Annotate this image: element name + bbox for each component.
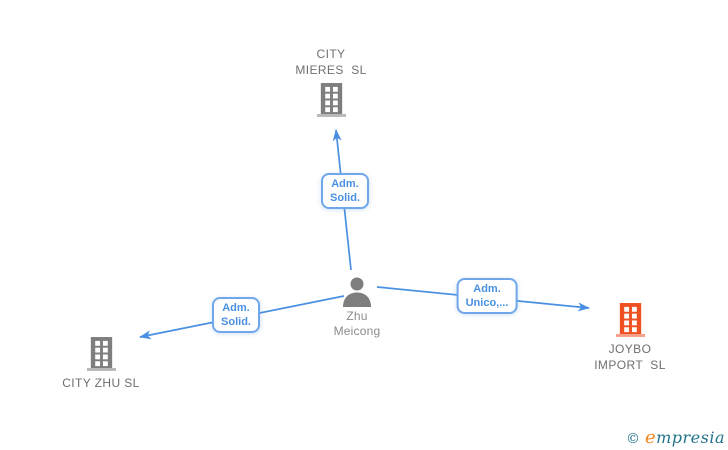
- edge-label-adm-unico-right[interactable]: Adm. Unico,...: [456, 278, 518, 314]
- building-icon-highlighted: [615, 302, 646, 337]
- building-icon: [86, 336, 117, 371]
- empresia-logo[interactable]: © empresia: [626, 427, 725, 448]
- company-name-city-zhu: CITY ZHU SL: [62, 376, 140, 390]
- person-icon: [340, 276, 374, 307]
- node-city-zhu-sl[interactable]: CITY ZHU SL: [31, 336, 171, 391]
- node-zhu-meicong[interactable]: Zhu Meicong: [307, 276, 407, 339]
- building-icon: [316, 82, 347, 117]
- node-city-mieres-sl[interactable]: CITY MIERES SL: [256, 46, 406, 117]
- brand-rest: mpresia: [656, 428, 725, 447]
- edge-label-adm-solid-left[interactable]: Adm. Solid.: [212, 297, 260, 333]
- company-name-joybo: JOYBO IMPORT SL: [594, 342, 666, 372]
- brand-initial: e: [644, 427, 657, 448]
- copyright-symbol: ©: [625, 431, 640, 447]
- node-joybo-import-sl[interactable]: JOYBO IMPORT SL: [560, 302, 700, 373]
- company-name-city-mieres: CITY MIERES SL: [295, 47, 367, 77]
- person-name-zhu-meicong: Zhu Meicong: [333, 309, 381, 338]
- edge-label-adm-solid-top[interactable]: Adm. Solid.: [321, 173, 369, 209]
- brand-wordmark: empresia: [645, 427, 725, 448]
